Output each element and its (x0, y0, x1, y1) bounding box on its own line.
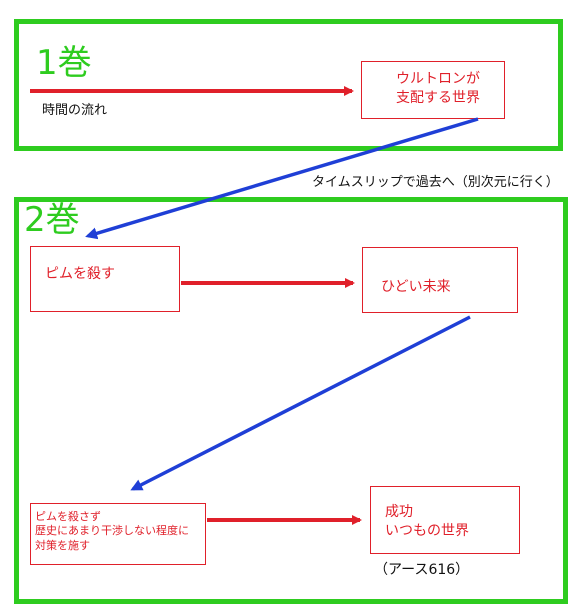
vol1-label: 1巻 (36, 43, 92, 83)
countermeasure-box: ピムを殺さず 歴史にあまり干渉しない程度に 対策を施す (30, 503, 206, 565)
countermeasure-line3: 対策を施す (35, 538, 90, 552)
vol2-label: 2巻 (24, 200, 80, 240)
time-slip-arrow (85, 117, 479, 240)
future-to-action-arrow (130, 315, 471, 491)
bad-future-text: ひどい未来 (381, 279, 451, 295)
ultron-world-line1: ウルトロンが (396, 71, 480, 87)
time-flow-label: 時間の流れ (42, 103, 108, 118)
countermeasure-line2: 歴史にあまり干渉しない程度に (35, 524, 189, 538)
earth-616-label: （アース616） (374, 562, 470, 578)
success-line1: 成功 (385, 504, 413, 520)
success-box: 成功 いつもの世界 (370, 486, 520, 554)
bad-future-box: ひどい未来 (362, 247, 518, 313)
kill-pym-box: ピムを殺す (30, 246, 180, 312)
ultron-world-line2: 支配する世界 (396, 89, 480, 106)
ultron-world-box: ウルトロンが 支配する世界 (361, 61, 505, 119)
vol2-frame (14, 197, 568, 604)
time-slip-label: タイムスリップで過去へ（別次元に行く） (312, 175, 559, 190)
kill-pym-text: ピムを殺す (45, 266, 115, 282)
success-line2: いつもの世界 (385, 522, 469, 539)
vol1-frame (14, 19, 563, 151)
countermeasure-line1: ピムを殺さず (35, 510, 101, 523)
